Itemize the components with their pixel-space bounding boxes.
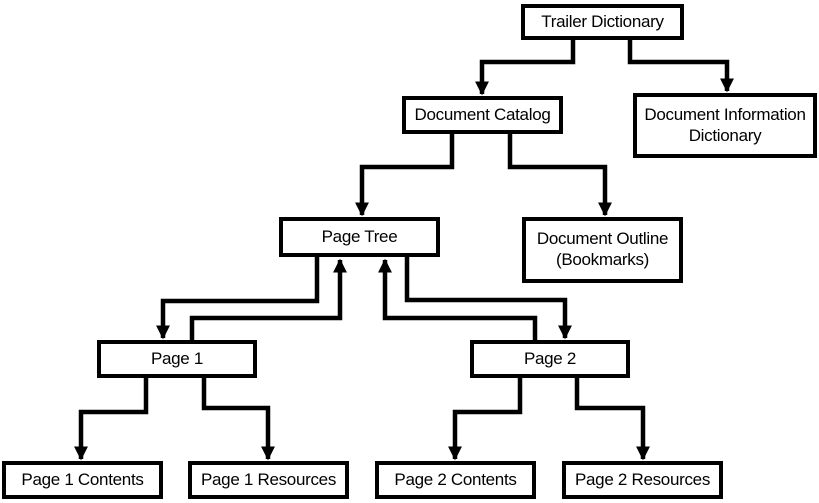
node-page-1-contents: Page 1 Contents: [2, 461, 163, 499]
node-page-1-resources: Page 1 Resources: [188, 461, 349, 499]
node-label: Document Information Dictionary: [644, 104, 806, 145]
node-page-tree: Page Tree: [279, 217, 440, 257]
node-label: Document Outline (Bookmarks): [536, 229, 669, 269]
node-trailer-dictionary: Trailer Dictionary: [521, 4, 684, 40]
edge-page2-to-pagetree: [378, 258, 538, 340]
node-label: Page 1 Resources: [200, 469, 337, 489]
edge-page2-to-contents: [448, 376, 523, 461]
node-page-1: Page 1: [97, 340, 257, 378]
node-label: Page 2 Resources: [574, 469, 711, 489]
edge-trailer-to-catalog: [475, 40, 576, 96]
edge-page1-to-resources: [201, 376, 275, 461]
node-label: Page 2: [523, 348, 577, 368]
node-label: Page 1 Contents: [21, 469, 144, 489]
edge-pagetree-to-page1: [156, 255, 320, 340]
node-page-2-resources: Page 2 Resources: [562, 461, 723, 499]
edge-catalog-to-outline: [507, 134, 612, 217]
node-document-catalog: Document Catalog: [402, 96, 563, 134]
node-label: Trailer Dictionary: [541, 11, 664, 31]
edge-pagetree-to-page2: [404, 255, 572, 340]
edge-catalog-to-pagetree: [355, 134, 455, 217]
edge-page1-to-pagetree: [189, 258, 347, 340]
node-page-2: Page 2: [470, 340, 630, 378]
node-label: Page Tree: [321, 226, 398, 246]
edge-page1-to-contents: [74, 376, 149, 461]
node-page-2-contents: Page 2 Contents: [375, 461, 536, 499]
node-label: Page 2 Contents: [394, 469, 517, 489]
node-document-information-dictionary: Document Information Dictionary: [633, 93, 817, 158]
node-label: Page 1: [150, 348, 204, 368]
node-document-outline-bookmarks: Document Outline (Bookmarks): [522, 217, 683, 283]
edge-trailer-to-info: [627, 40, 734, 93]
node-label: Document Catalog: [414, 104, 551, 124]
edge-page2-to-resources: [574, 376, 650, 461]
